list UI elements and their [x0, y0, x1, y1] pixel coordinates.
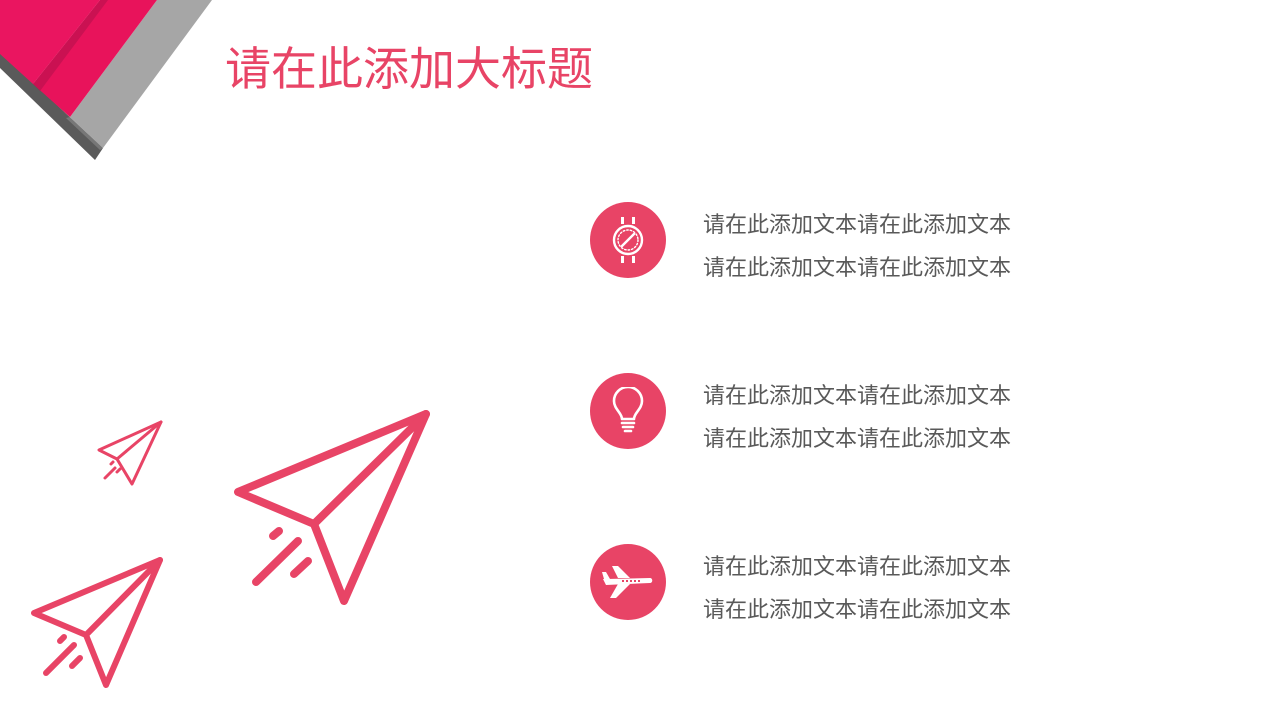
- item-text-line-1: 请在此添加文本请在此添加文本: [703, 384, 1012, 409]
- item-text-line-2: 请在此添加文本请在此添加文本: [703, 598, 1012, 623]
- item-text: 请在此添加文本请在此添加文本 请在此添加文本请在此添加文本: [703, 375, 1011, 461]
- item-text-line-1: 请在此添加文本请在此添加文本: [703, 555, 1012, 580]
- corner-stripes-decoration: [0, 0, 212, 160]
- airplane-icon: [590, 544, 666, 620]
- list-item-2: 请在此添加文本请在此添加文本 请在此添加文本请在此添加文本: [590, 373, 1090, 453]
- item-text-line-1: 请在此添加文本请在此添加文本: [703, 213, 1012, 238]
- item-text: 请在此添加文本请在此添加文本 请在此添加文本请在此添加文本: [703, 204, 1011, 290]
- item-text: 请在此添加文本请在此添加文本 请在此添加文本请在此添加文本: [703, 546, 1011, 632]
- watch-icon: [590, 202, 666, 278]
- list-item-3: 请在此添加文本请在此添加文本 请在此添加文本请在此添加文本: [590, 544, 1090, 624]
- paper-plane-large-icon: [234, 410, 430, 605]
- item-text-line-2: 请在此添加文本请在此添加文本: [703, 427, 1012, 452]
- lightbulb-icon: [590, 373, 666, 449]
- item-text-line-2: 请在此添加文本请在此添加文本: [703, 256, 1012, 281]
- paper-plane-small-icon: [97, 420, 163, 486]
- list-item-1: 请在此添加文本请在此添加文本 请在此添加文本请在此添加文本: [590, 202, 1090, 282]
- paper-plane-medium-icon: [31, 557, 163, 688]
- page-title: 请在此添加大标题: [225, 42, 593, 96]
